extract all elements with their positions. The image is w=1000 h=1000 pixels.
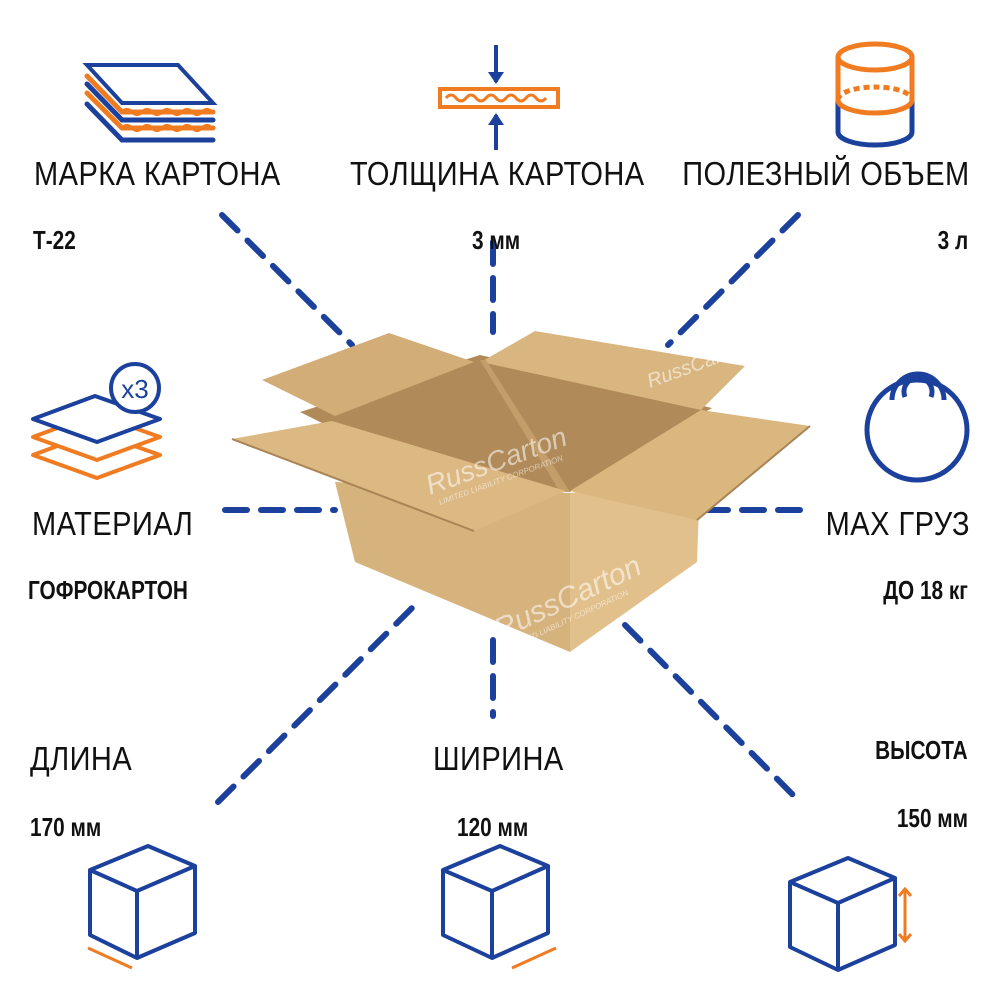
layers-badge: x3 <box>121 374 148 404</box>
material-label: МАТЕРИАЛ <box>32 505 194 542</box>
kettlebell-icon <box>864 371 970 483</box>
length-cube-icon <box>88 844 197 960</box>
height-label: ВЫСОТА <box>875 735 968 765</box>
grade-label: МАРКА КАРТОНА <box>34 155 281 192</box>
height-value: 150 мм <box>896 803 968 833</box>
width-label: ШИРИНА <box>433 740 564 777</box>
max-load-value: ДО 18 кг <box>883 575 968 605</box>
max-load-label: MAX ГРУЗ <box>825 505 970 542</box>
thickness-value: 3 мм <box>472 225 521 255</box>
height-cube-icon <box>788 856 897 972</box>
cardboard-layers-icon <box>82 63 218 143</box>
width-value: 120 мм <box>457 812 529 842</box>
width-cube-icon <box>441 844 550 960</box>
cardboard-box-image <box>231 331 811 652</box>
grade-value: Т-22 <box>33 225 76 255</box>
length-label: ДЛИНА <box>30 740 133 777</box>
volume-value: 3 л <box>937 225 968 255</box>
volume-label: ПОЛЕЗНЫЙ ОБЪЕМ <box>682 155 970 192</box>
material-sheets-icon <box>31 362 162 480</box>
material-value: ГОФРОКАРТОН <box>28 575 188 605</box>
volume-cylinder-icon <box>835 41 915 148</box>
thickness-label: ТОЛЩИНА КАРТОНА <box>350 155 645 192</box>
length-arrow-icon <box>87 946 133 970</box>
thickness-icon <box>438 45 560 150</box>
dashed-connectors <box>215 212 803 805</box>
height-arrow-icon <box>897 886 913 944</box>
width-arrow-icon <box>511 946 557 970</box>
length-value: 170 мм <box>30 812 102 842</box>
